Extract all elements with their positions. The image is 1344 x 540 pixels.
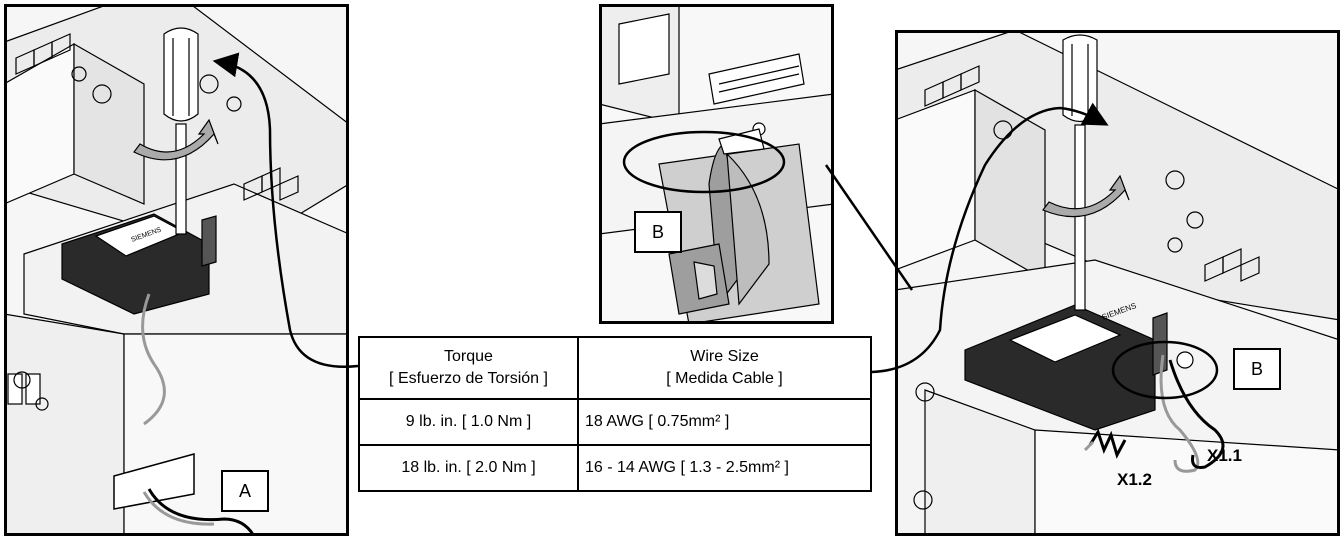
torque-wire-size-table: Torque [ Esfuerzo de Torsión ] Wire Size… bbox=[358, 336, 872, 492]
left-illustration-panel: SIEMENS bbox=[4, 4, 349, 536]
callout-b-label-middle: B bbox=[634, 211, 682, 253]
right-illustration-panel: SIEMENS bbox=[895, 30, 1340, 536]
callout-a-label: A bbox=[221, 470, 269, 512]
breaker-screw-illustration: SIEMENS bbox=[4, 4, 349, 536]
torque-header: Torque [ Esfuerzo de Torsión ] bbox=[358, 336, 579, 400]
wire-label-x11: X1.1 bbox=[1207, 446, 1242, 465]
detail-connector-line bbox=[824, 164, 914, 291]
wire-size-cell: 16 - 14 AWG [ 1.3 - 2.5mm² ] bbox=[577, 444, 872, 492]
callout-b-label-right: B bbox=[1233, 348, 1281, 390]
wired-breaker-illustration: SIEMENS bbox=[895, 30, 1340, 536]
torque-cell: 9 lb. in. [ 1.0 Nm ] bbox=[358, 398, 579, 446]
wire-label-x12: X1.2 bbox=[1117, 470, 1152, 489]
wire-size-header: Wire Size [ Medida Cable ] bbox=[577, 336, 872, 400]
wire-size-cell: 18 AWG [ 0.75mm² ] bbox=[577, 398, 872, 446]
table-header-row: Torque [ Esfuerzo de Torsión ] Wire Size… bbox=[358, 336, 872, 400]
table-row: 18 lb. in. [ 2.0 Nm ] 16 - 14 AWG [ 1.3 … bbox=[358, 444, 872, 492]
torque-cell: 18 lb. in. [ 2.0 Nm ] bbox=[358, 444, 579, 492]
cut-area-highlight bbox=[622, 130, 786, 194]
left-arrow bbox=[212, 52, 359, 368]
table-row: 9 lb. in. [ 1.0 Nm ] 18 AWG [ 0.75mm² ] bbox=[358, 398, 872, 446]
terminal-area-highlight bbox=[1111, 340, 1219, 400]
right-arrow bbox=[871, 102, 1109, 374]
